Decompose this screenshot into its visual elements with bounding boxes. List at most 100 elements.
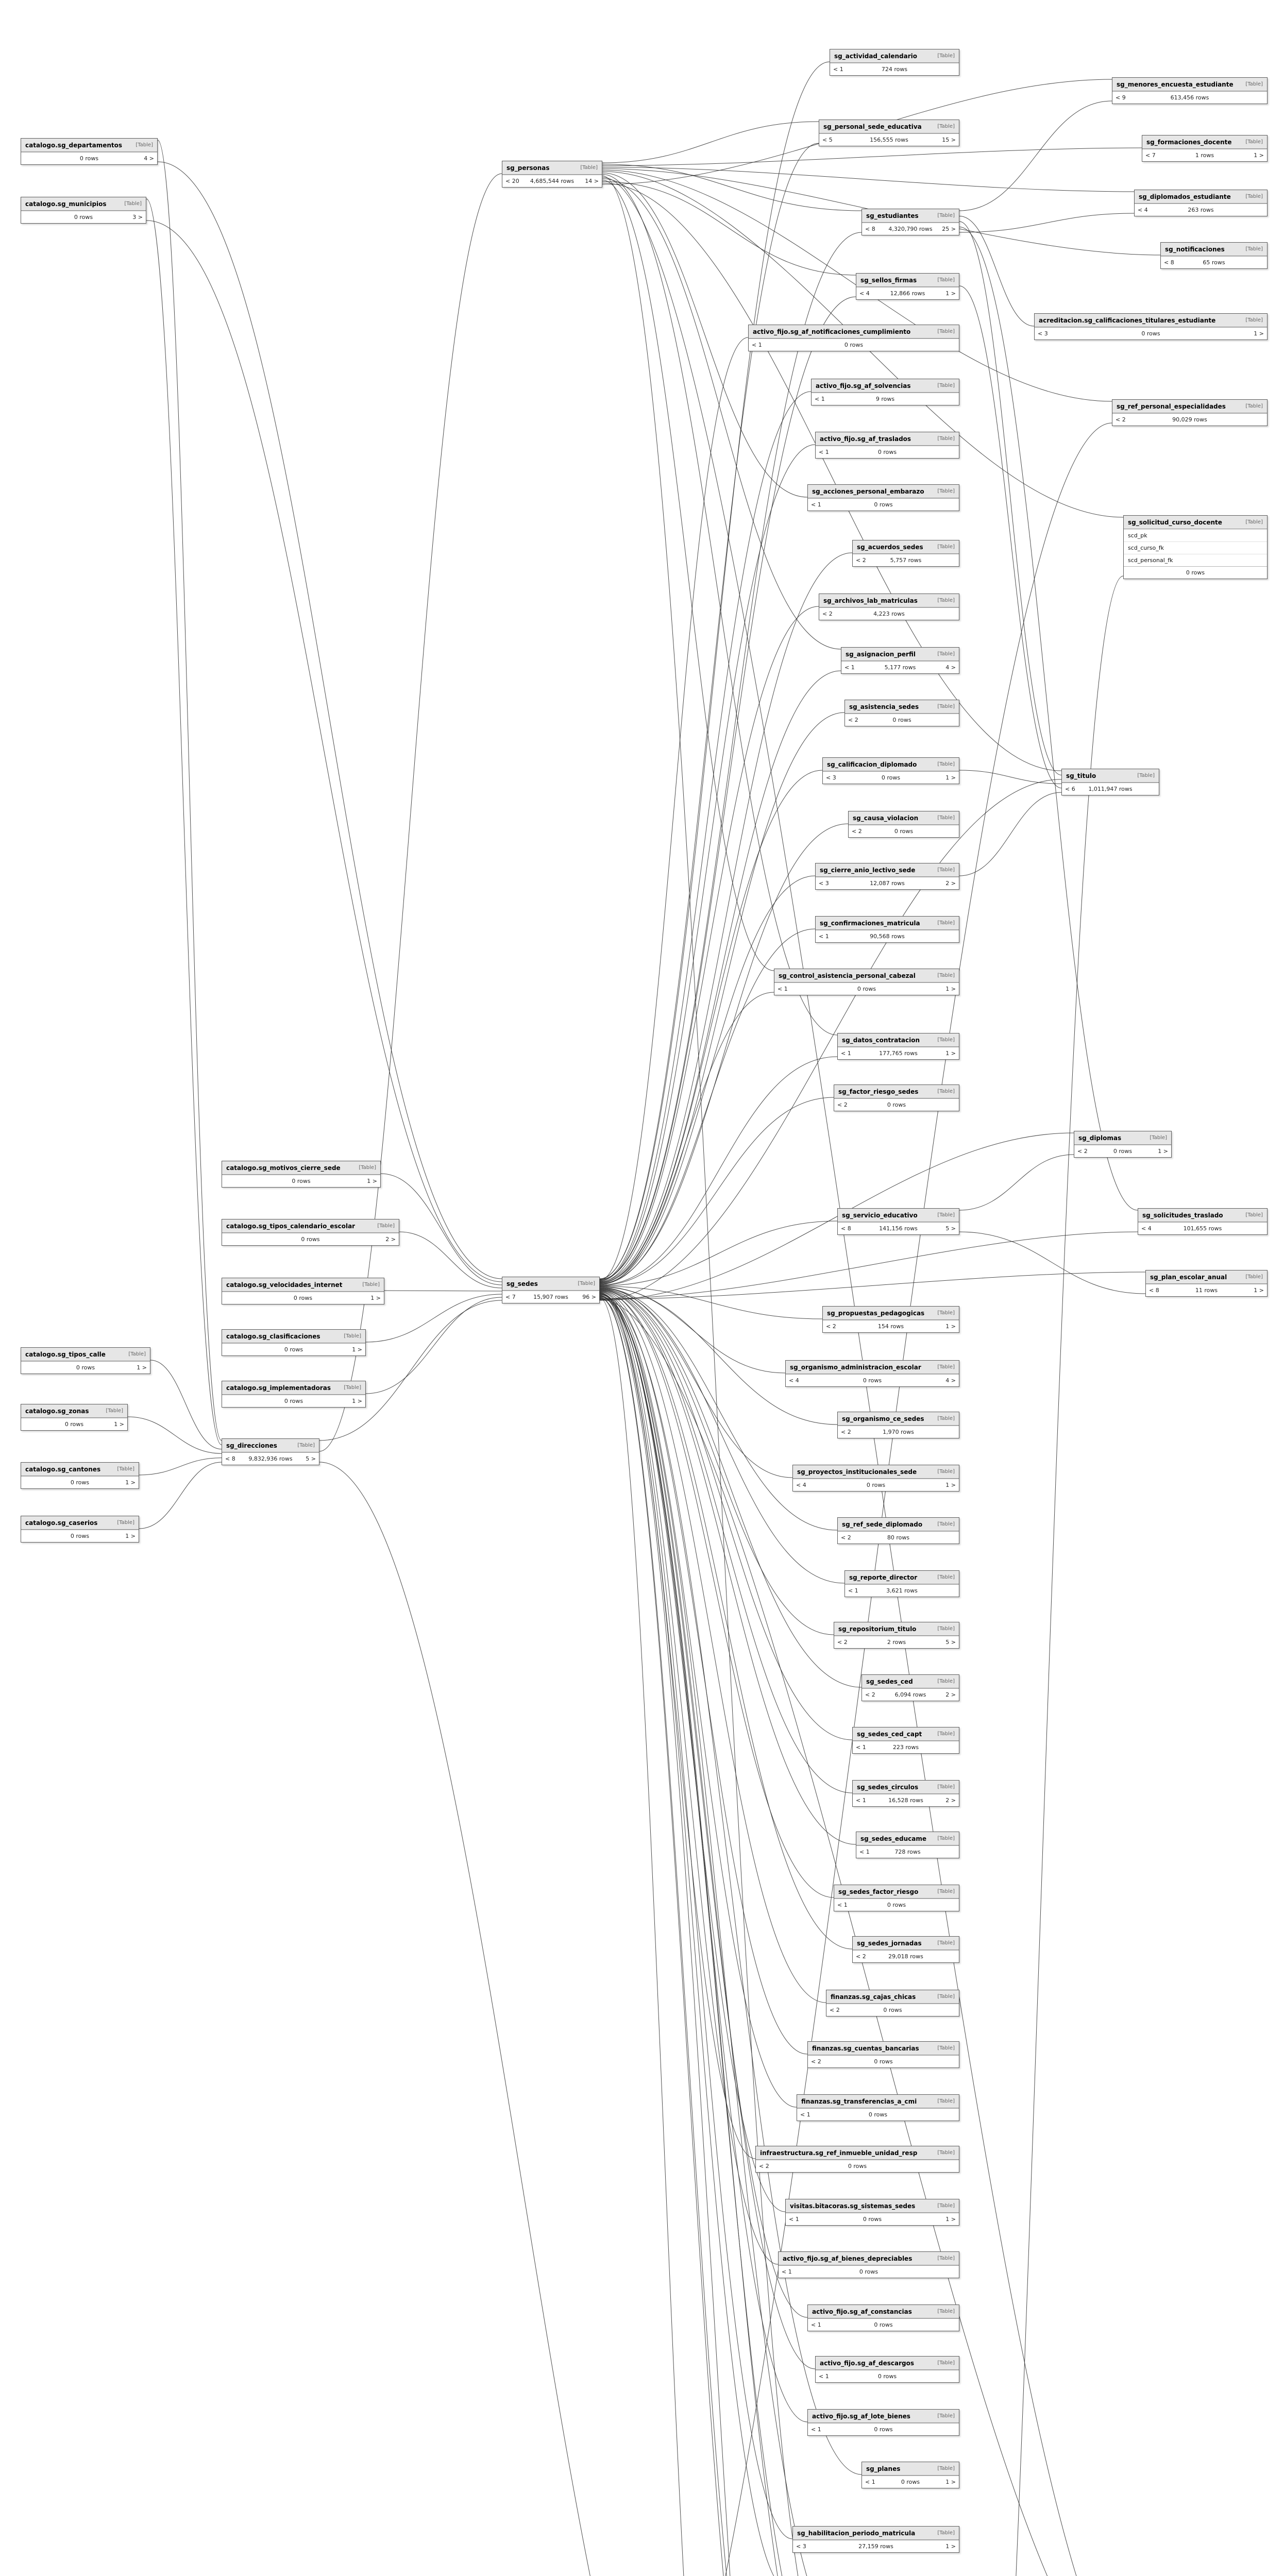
table-name[interactable]: catalogo.sg_tipos_calendario_escolar <box>226 1222 356 1230</box>
table-name[interactable]: sg_sedes_ced_capt <box>857 1730 922 1738</box>
table-name[interactable]: catalogo.sg_clasificaciones <box>226 1332 320 1340</box>
table-name[interactable]: sg_plan_escolar_anual <box>1150 1273 1227 1281</box>
table-name[interactable]: catalogo.sg_cantones <box>25 1465 101 1473</box>
table-name[interactable]: sg_sedes_circulos <box>857 1783 919 1791</box>
table-name[interactable]: sg_cierre_anio_lectivo_sede <box>820 866 916 874</box>
table-node-acreditacion.sg_calificaciones_titulares_estudiante[interactable]: acreditacion.sg_calificaciones_titulares… <box>1034 313 1268 340</box>
table-name[interactable]: sg_planes <box>866 2465 901 2472</box>
table-node-sg_control_asistencia_personal_cabezal[interactable]: sg_control_asistencia_personal_cabezal[T… <box>774 969 959 995</box>
table-name[interactable]: sg_asignacion_perfil <box>846 650 916 658</box>
table-name[interactable]: sg_menores_encuesta_estudiante <box>1117 80 1234 88</box>
table-name[interactable]: sg_organismo_administracion_escolar <box>790 1363 921 1371</box>
table-name[interactable]: sg_reporte_director <box>849 1573 918 1581</box>
table-name[interactable]: catalogo.sg_tipos_calle <box>25 1350 106 1358</box>
table-name[interactable]: sg_solicitud_curso_docente <box>1128 518 1222 526</box>
table-name[interactable]: activo_fijo.sg_af_traslados <box>820 435 911 443</box>
table-name[interactable]: sg_confirmaciones_matricula <box>820 919 920 927</box>
table-name[interactable]: sg_sedes <box>506 1280 538 1287</box>
table-name[interactable]: sg_control_asistencia_personal_cabezal <box>779 972 916 979</box>
table-name[interactable]: finanzas.sg_cajas_chicas <box>831 1993 916 2001</box>
table-name[interactable]: sg_calificacion_diplomado <box>827 760 917 768</box>
table-name[interactable]: sg_servicio_educativo <box>842 1211 918 1219</box>
table-name[interactable]: finanzas.sg_cuentas_bancarias <box>812 2044 919 2052</box>
table-name[interactable]: finanzas.sg_transferencias_a_cmi <box>801 2097 917 2105</box>
table-name[interactable]: sg_proyectos_institucionales_sede <box>797 1468 917 1476</box>
table-name[interactable]: catalogo.sg_zonas <box>25 1407 89 1415</box>
table-name[interactable]: sg_actividad_calendario <box>834 52 917 60</box>
table-node-sg_organismo_administracion_escolar[interactable]: sg_organismo_administracion_escolar[Tabl… <box>785 1360 959 1387</box>
table-name[interactable]: sg_archivos_lab_matriculas <box>823 597 918 604</box>
table-name[interactable]: sg_habilitacion_periodo_matricula <box>797 2529 916 2537</box>
table-node-catalogo.sg_motivos_cierre_sede[interactable]: catalogo.sg_motivos_cierre_sede[Table]0 … <box>222 1161 381 1188</box>
table-name[interactable]: catalogo.sg_motivos_cierre_sede <box>226 1164 341 1172</box>
table-name[interactable]: sg_notificaciones <box>1165 245 1225 253</box>
table-node-visitas.bitacoras.sg_sistemas_sedes[interactable]: visitas.bitacoras.sg_sistemas_sedes[Tabl… <box>785 2199 959 2226</box>
table-name[interactable]: visitas.bitacoras.sg_sistemas_sedes <box>790 2202 916 2210</box>
table-node-catalogo.sg_clasificaciones[interactable]: catalogo.sg_clasificaciones[Table]0 rows… <box>222 1329 366 1356</box>
table-name[interactable]: sg_causa_violacion <box>853 814 919 822</box>
table-name[interactable]: activo_fijo.sg_af_lote_bienes <box>812 2412 910 2420</box>
table-name[interactable]: sg_formaciones_docente <box>1146 138 1232 146</box>
table-name[interactable]: sg_personal_sede_educativa <box>823 123 922 130</box>
table-node-catalogo.sg_implementadoras[interactable]: catalogo.sg_implementadoras[Table]0 rows… <box>222 1381 366 1408</box>
table-name[interactable]: sg_sedes_jornadas <box>857 1939 922 1947</box>
table-name[interactable]: sg_personas <box>506 164 550 172</box>
table-node-sg_ref_personal_especialidades[interactable]: sg_ref_personal_especialidades[Table]< 2… <box>1112 399 1268 426</box>
table-name[interactable]: sg_ref_personal_especialidades <box>1117 402 1226 410</box>
table-node-sg_menores_encuesta_estudiante[interactable]: sg_menores_encuesta_estudiante[Table]< 9… <box>1112 77 1268 104</box>
table-name[interactable]: sg_factor_riesgo_sedes <box>838 1088 919 1095</box>
table-node-finanzas.sg_transferencias_a_cmi[interactable]: finanzas.sg_transferencias_a_cmi[Table]<… <box>797 2094 959 2121</box>
table-name[interactable]: sg_direcciones <box>226 1442 277 1449</box>
table-name[interactable]: sg_sedes_ced <box>866 1677 913 1685</box>
table-name[interactable]: sg_sellos_firmas <box>860 276 917 284</box>
table-name[interactable]: sg_diplomados_estudiante <box>1139 193 1231 200</box>
table-name[interactable]: catalogo.sg_departamentos <box>25 141 123 149</box>
table-name[interactable]: infraestructura.sg_ref_inmueble_unidad_r… <box>760 2149 918 2157</box>
table-name[interactable]: activo_fijo.sg_af_notificaciones_cumplim… <box>753 328 911 335</box>
table-name[interactable]: catalogo.sg_caserios <box>25 1519 98 1527</box>
table-node-activo_fijo.sg_af_bienes_depreciables[interactable]: activo_fijo.sg_af_bienes_depreciables[Ta… <box>778 2251 959 2278</box>
table-name[interactable]: sg_estudiantes <box>866 212 919 219</box>
table-name[interactable]: sg_titulo <box>1066 772 1096 779</box>
table-name[interactable]: sg_organismo_ce_sedes <box>842 1415 924 1422</box>
table-name[interactable]: sg_asistencia_sedes <box>849 703 919 710</box>
table-node-sg_habilitacion_periodo_matricula[interactable]: sg_habilitacion_periodo_matricula[Table]… <box>792 2526 959 2553</box>
table-name[interactable]: activo_fijo.sg_af_constancias <box>812 2308 912 2315</box>
